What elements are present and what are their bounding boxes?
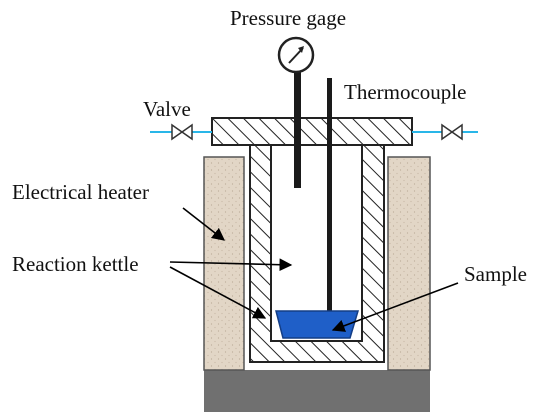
arrow-reaction-kettle-upper [169, 258, 293, 272]
pressure-gauge-icon [277, 36, 315, 74]
arrow-reaction-kettle-lower [169, 266, 267, 319]
kettle-lid [211, 117, 413, 146]
label-valve: Valve [143, 97, 191, 121]
heater-right-wall [387, 156, 431, 371]
valve-icon [441, 123, 463, 141]
arrow-sample [331, 282, 459, 332]
label-reaction-kettle: Reaction kettle [12, 252, 139, 276]
arrow-electrical-heater [182, 207, 226, 241]
label-electrical-heater: Electrical heater [12, 180, 149, 204]
valve-icon [171, 123, 193, 141]
gauge-stem [294, 70, 301, 188]
label-sample: Sample [464, 262, 527, 286]
label-thermocouple: Thermocouple [344, 80, 467, 104]
label-pressure-gage: Pressure gage [230, 6, 347, 30]
base-plate [204, 370, 430, 412]
thermocouple-rod [327, 78, 332, 322]
